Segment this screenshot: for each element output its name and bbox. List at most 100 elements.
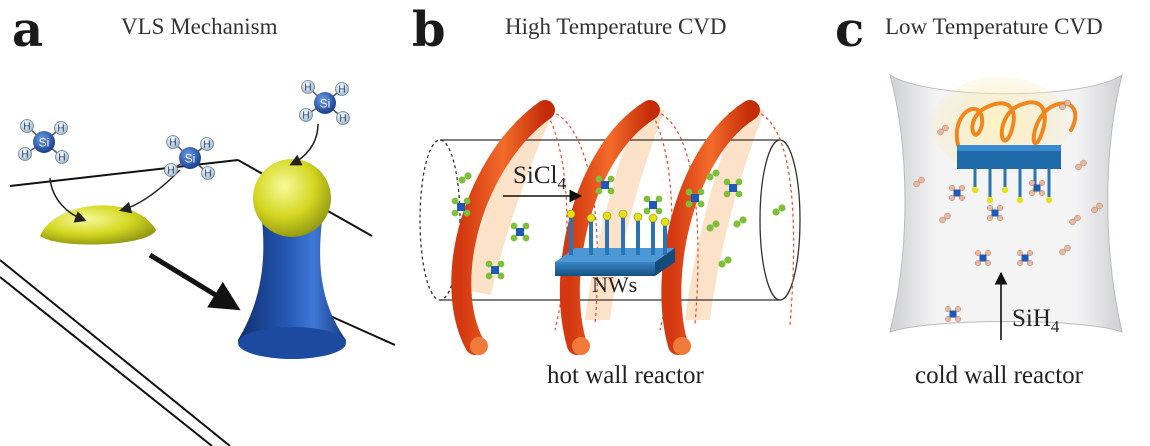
panel-c-cold-wall-cvd: c Low Temperature CVD SiH4 cold wall rea… [835, 0, 1150, 446]
silicon-atom [314, 92, 336, 114]
byproduct-molecule [733, 216, 747, 228]
panel-letter: c [835, 2, 865, 58]
nanowire [602, 211, 612, 255]
byproduct-molecule [718, 256, 732, 268]
sih4-molecules [913, 99, 1103, 322]
nanowires-label: NWs [592, 272, 638, 297]
panel-title: VLS Mechanism [121, 14, 278, 39]
reactor-caption: cold wall reactor [915, 362, 1083, 389]
precursor-text: SiCl [513, 162, 558, 189]
precursor-molecule [595, 175, 615, 195]
hydrogen-label: H [58, 153, 65, 164]
precursor-molecule [451, 197, 471, 217]
precursor-molecule [485, 260, 505, 280]
silane-molecule: H H H H Si [18, 119, 69, 164]
hydrogen-label: H [302, 111, 309, 122]
panel-a-vls-mechanism: H H H H Si H H H H Si H H H H Si a VLS Mechanism [0, 0, 395, 446]
hydrogen-atom [54, 121, 68, 135]
nanowire-substrate [555, 209, 675, 276]
hydrogen-atom [166, 135, 180, 149]
nanowire [986, 169, 994, 204]
precursor-molecule [723, 178, 743, 198]
precursor-molecule [986, 204, 1003, 221]
growth-arrow [148, 252, 241, 311]
byproduct-molecule [458, 172, 472, 184]
silicon-atom [33, 131, 55, 153]
hydrogen-atom [201, 166, 215, 180]
nanowire [586, 213, 596, 255]
panel-title: High Temperature CVD [505, 14, 727, 39]
nanowire [648, 213, 658, 255]
hydrogen-atom [200, 137, 214, 151]
precursor-molecule [944, 305, 961, 322]
panel-letter: a [12, 2, 44, 58]
panel-letter: b [412, 2, 446, 58]
byproduct-molecule [1069, 214, 1081, 226]
hydrogen-label: H [339, 114, 346, 125]
hydrogen-atom [164, 163, 178, 177]
hydrogen-atom [301, 80, 315, 94]
vls-diagram: H H H H Si H H H H Si H H H H Si [0, 80, 395, 446]
cold-wall-reactor-diagram [889, 73, 1123, 340]
silicon-label: Si [39, 136, 50, 150]
byproduct-molecule [939, 212, 951, 224]
precursor-molecule [1016, 249, 1033, 266]
hydrogen-atom [55, 150, 69, 164]
hydrogen-label: H [21, 150, 28, 161]
precursor-subscript: 4 [1050, 317, 1060, 336]
silicon-label: Si [320, 97, 331, 111]
byproduct-molecule [772, 204, 786, 216]
sicl4-molecules [451, 169, 786, 280]
byproduct-molecule [1091, 202, 1103, 214]
nanowire [1045, 169, 1053, 204]
nanowire [971, 169, 979, 194]
nanowire-pillar [238, 159, 346, 359]
silane-molecule: H H H H Si [299, 80, 350, 125]
hydrogen-label: H [23, 122, 30, 133]
inverted-substrate [957, 145, 1061, 204]
silicon-atom [179, 147, 201, 169]
precursor-text: SiH [1012, 305, 1051, 332]
silicon-label: Si [185, 152, 196, 166]
panel-b-hot-wall-cvd: b High Temperature CVD SiCl4 NWs hot wal… [395, 0, 835, 446]
nanowire [660, 217, 670, 255]
hydrogen-label: H [169, 138, 176, 149]
nanowire [566, 209, 576, 255]
byproduct-molecule [706, 169, 720, 181]
byproduct-molecule [937, 124, 949, 136]
hydrogen-label: H [203, 140, 210, 151]
hydrogen-label: H [338, 85, 345, 96]
hydrogen-label: H [57, 124, 64, 135]
precursor-molecule [948, 184, 965, 201]
precursor-molecule [974, 249, 991, 266]
hydrogen-label: H [304, 83, 311, 94]
substrate-plane [0, 159, 395, 446]
precursor-label: SiH4 [1012, 305, 1059, 337]
byproduct-molecule [1059, 99, 1071, 111]
hydrogen-atom [299, 108, 313, 122]
hydrogen-atom [336, 111, 350, 125]
byproduct-molecule [913, 176, 925, 188]
precursor-subscript: 4 [557, 174, 566, 193]
hydrogen-atom [335, 82, 349, 96]
panel-title: Low Temperature CVD [885, 14, 1103, 39]
catalyst-cap [253, 159, 331, 237]
byproduct-molecule [1059, 244, 1071, 256]
hot-wall-reactor-diagram [419, 100, 801, 355]
precursor-molecule [685, 188, 705, 208]
nanowire [1016, 169, 1024, 204]
coil-ends [470, 337, 691, 355]
precursor-molecule [510, 222, 530, 242]
hydrogen-atom [18, 147, 32, 161]
heater-coil [954, 100, 1078, 147]
hydrogen-atom [20, 119, 34, 133]
hydrogen-label: H [167, 166, 174, 177]
precursor-label: SiCl4 [513, 162, 566, 194]
precursor-molecule [1028, 179, 1045, 196]
catalyst-droplet [40, 205, 156, 245]
nanowire [1001, 169, 1009, 194]
nanowire [633, 212, 643, 255]
byproduct-molecule [706, 220, 720, 232]
reactor-caption: hot wall reactor [547, 362, 704, 389]
